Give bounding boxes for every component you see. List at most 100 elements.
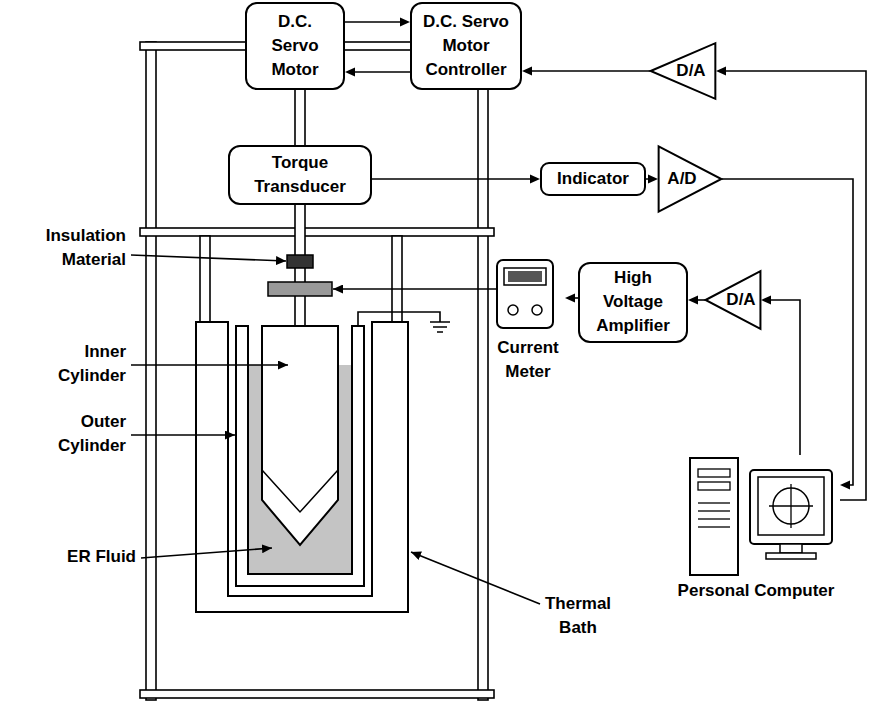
ground-symbol bbox=[358, 312, 440, 326]
icon-part bbox=[790, 484, 791, 528]
icon-part bbox=[698, 510, 730, 511]
arrowhead bbox=[840, 481, 850, 490]
icon-part bbox=[698, 526, 730, 527]
shaft bbox=[295, 203, 305, 256]
connector-line bbox=[355, 71, 410, 73]
icon-part bbox=[532, 305, 542, 315]
node-text: D.C. Servo Motor Controller bbox=[420, 10, 512, 82]
signal-connector bbox=[345, 18, 410, 27]
shaft bbox=[295, 295, 305, 328]
adc-triangle: A/D bbox=[658, 145, 722, 213]
frame bbox=[200, 236, 210, 322]
inner-cylinder-edge bbox=[262, 470, 338, 512]
electrode-collar bbox=[268, 282, 332, 296]
connector-line bbox=[372, 178, 530, 180]
leader-line bbox=[141, 548, 272, 558]
icon-part bbox=[706, 271, 761, 329]
icon-part bbox=[698, 482, 730, 490]
signal-connector bbox=[688, 296, 705, 305]
computer-icon bbox=[672, 455, 840, 575]
icon-part bbox=[508, 305, 518, 315]
arrowhead bbox=[345, 68, 355, 77]
current-meter: Current Meter bbox=[491, 256, 565, 386]
signal-connector bbox=[761, 296, 800, 456]
node-text: Indicator bbox=[557, 167, 629, 191]
icon-part bbox=[659, 146, 722, 211]
part-label: Inner Cylinder bbox=[20, 340, 126, 388]
icon-part bbox=[504, 268, 546, 285]
insulation-block bbox=[287, 255, 313, 268]
part-label: Insulation Material bbox=[8, 224, 126, 272]
signal-connector bbox=[565, 294, 578, 303]
part-label: ER Fluid bbox=[40, 545, 136, 569]
node-text: D.C. Servo Motor bbox=[260, 10, 330, 82]
node-text: Current Meter bbox=[493, 336, 563, 384]
leader-line bbox=[333, 288, 496, 290]
icon-part bbox=[690, 458, 738, 575]
current-meter-icon bbox=[491, 256, 563, 332]
arrowhead bbox=[530, 175, 540, 184]
shaft bbox=[295, 88, 305, 147]
frame bbox=[140, 228, 494, 236]
arrowhead bbox=[716, 67, 726, 76]
arrowhead bbox=[688, 296, 698, 305]
frame bbox=[392, 236, 402, 322]
part-label: Outer Cylinder bbox=[20, 410, 126, 458]
dac-triangle: D/A bbox=[705, 270, 761, 330]
icon-part bbox=[698, 469, 730, 477]
part-label: Thermal Bath bbox=[536, 592, 620, 640]
arrowhead bbox=[522, 67, 532, 76]
node-text: High Voltage Amplifier bbox=[587, 266, 679, 338]
node-text: A/D bbox=[667, 167, 696, 191]
arrowhead bbox=[648, 175, 658, 184]
icon-part bbox=[508, 271, 542, 282]
shaft bbox=[295, 267, 305, 283]
node-text: Personal Computer bbox=[678, 579, 835, 603]
arrowhead bbox=[761, 296, 771, 305]
node-text: D/A bbox=[676, 59, 705, 83]
connector-line bbox=[532, 70, 650, 72]
connector-line bbox=[345, 21, 400, 23]
connector-line bbox=[771, 300, 800, 455]
arrowhead bbox=[400, 18, 410, 27]
motor-box: D.C. Servo Motor bbox=[245, 2, 345, 90]
inner-cylinder bbox=[262, 326, 338, 545]
signal-connector bbox=[372, 175, 540, 184]
icon-part bbox=[780, 544, 802, 553]
dac-triangle: D/A bbox=[650, 42, 716, 100]
icon-part bbox=[651, 43, 716, 99]
frame bbox=[140, 42, 494, 700]
leader-line bbox=[411, 552, 540, 604]
signal-connector bbox=[522, 67, 650, 76]
icon-part bbox=[750, 470, 832, 544]
icon-part bbox=[698, 502, 730, 503]
transducer-box: Torque Transducer bbox=[228, 145, 372, 205]
connector-line bbox=[722, 179, 853, 485]
arrowhead bbox=[565, 294, 575, 303]
leader-line bbox=[131, 364, 288, 366]
leader-line bbox=[131, 255, 286, 261]
indicator-box: Indicator bbox=[540, 162, 646, 196]
ground-symbol bbox=[358, 312, 450, 332]
icon-part bbox=[497, 260, 553, 328]
controller-box: D.C. Servo Motor Controller bbox=[410, 2, 522, 90]
icon-part bbox=[766, 553, 816, 559]
frame bbox=[140, 690, 494, 698]
node-text: Torque Transducer bbox=[244, 151, 356, 199]
computer: Personal Computer bbox=[672, 455, 840, 605]
connector-line bbox=[646, 178, 648, 180]
signal-connector bbox=[345, 68, 410, 77]
frame bbox=[478, 42, 488, 700]
leader-line bbox=[131, 255, 540, 604]
amplifier-box: High Voltage Amplifier bbox=[578, 262, 688, 343]
node-text: D/A bbox=[726, 288, 755, 312]
leader-line bbox=[131, 434, 235, 436]
frame bbox=[146, 42, 156, 700]
icon-part bbox=[758, 477, 824, 535]
ground-symbol bbox=[430, 322, 450, 332]
signal-connector bbox=[646, 175, 658, 184]
signal-connector bbox=[722, 179, 853, 490]
